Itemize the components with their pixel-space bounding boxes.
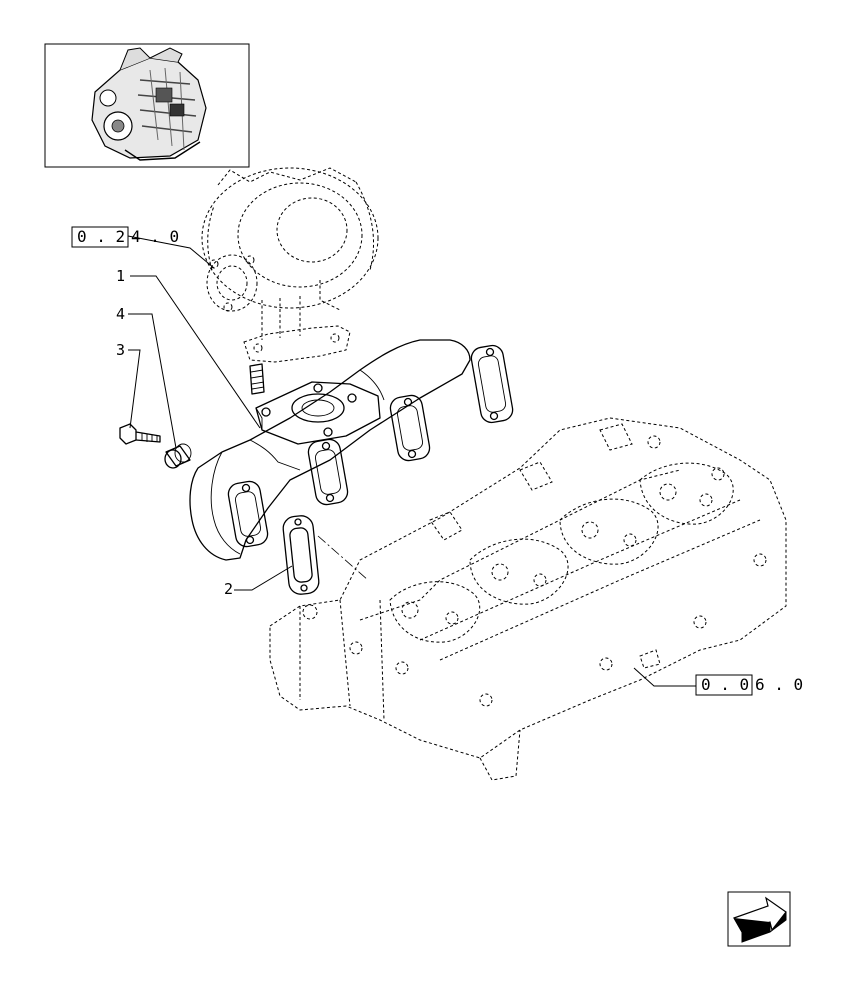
- reference-turbocharger-rest: 4 . 0: [131, 227, 179, 246]
- reference-turbocharger-boxed: 0 . 2: [77, 227, 125, 246]
- bolt-drawing: [119, 423, 161, 445]
- assembly-center-line: [317, 535, 369, 581]
- part-label-bolt: 3: [116, 341, 125, 359]
- stud-drawing: [249, 363, 265, 395]
- engine-thumbnail-icon[interactable]: [44, 43, 250, 168]
- gasket-drawing: [282, 515, 320, 595]
- next-page-arrow-icon[interactable]: [727, 891, 791, 947]
- reference-cylinder-head-boxed: 0 . 0: [701, 675, 749, 694]
- part-label-gasket: 2: [224, 580, 233, 598]
- reference-cylinder-head-rest: 6 . 0: [755, 675, 803, 694]
- spacer-drawing: [164, 443, 192, 469]
- reference-turbocharger[interactable]: 0 . 2 4 . 0: [71, 226, 179, 248]
- part-label-spacer: 4: [116, 305, 125, 323]
- engine-thumbnail-drawing: [91, 47, 207, 161]
- reference-cylinder-head[interactable]: 0 . 0 6 . 0: [695, 674, 803, 696]
- leader-lines: [127, 235, 696, 687]
- turbocharger-drawing: [201, 167, 379, 363]
- part-label-manifold: 1: [116, 267, 125, 285]
- exhaust-manifold-drawing: [189, 339, 514, 561]
- cylinder-head-drawing: [269, 417, 787, 781]
